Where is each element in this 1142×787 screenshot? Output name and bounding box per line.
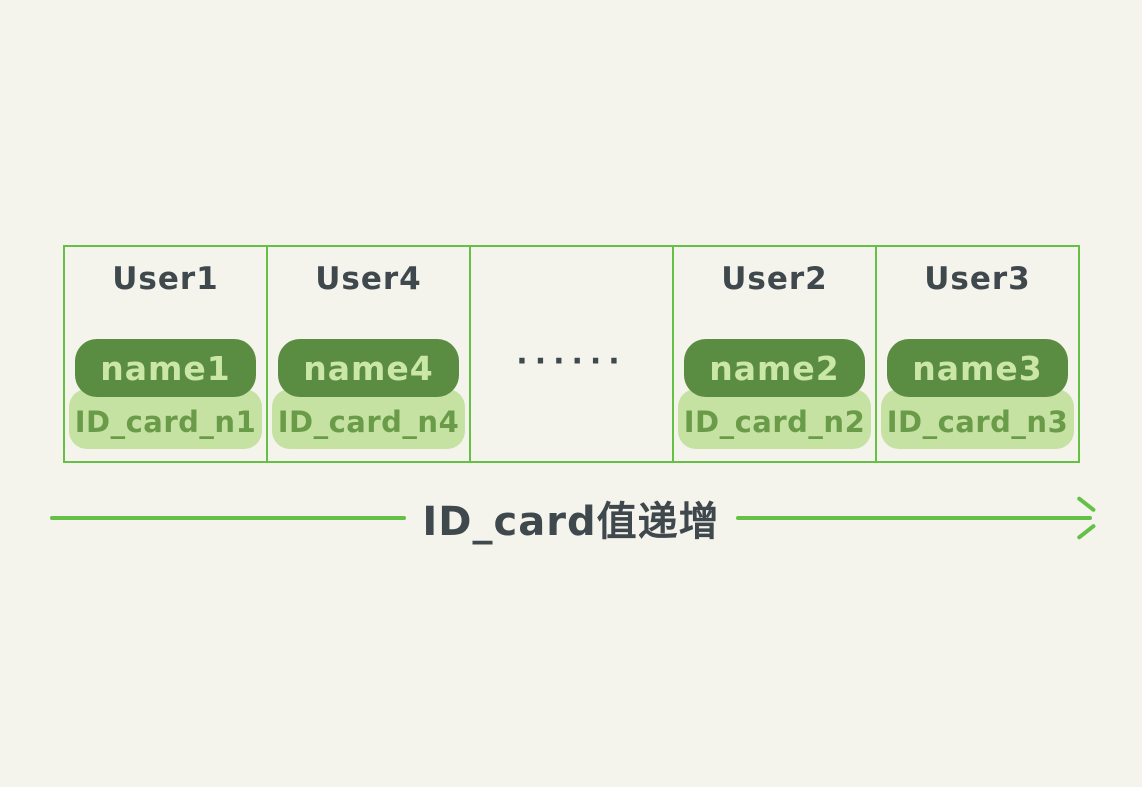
name-pill: name3 xyxy=(887,339,1068,397)
table-cell-user2: User2 name2 ID_card_n2 xyxy=(674,247,877,461)
ellipsis-label: ······ xyxy=(516,343,627,379)
table-cell-ellipsis: ······ xyxy=(471,247,674,461)
idcard-pill: ID_card_n1 xyxy=(69,389,262,449)
user-label: User2 xyxy=(721,261,828,297)
pill-stack: name4 ID_card_n4 xyxy=(268,339,469,449)
idcard-pill: ID_card_n2 xyxy=(678,389,871,449)
name-pill: name2 xyxy=(684,339,865,397)
user-table: User1 name1 ID_card_n1 User4 name4 ID_ca… xyxy=(63,245,1080,463)
user-label: User1 xyxy=(112,261,219,297)
user-label: User3 xyxy=(924,261,1031,297)
pill-stack: name2 ID_card_n2 xyxy=(674,339,875,449)
pill-stack: name3 ID_card_n3 xyxy=(877,339,1078,449)
arrow-line-right-with-arrowhead-icon xyxy=(735,516,1092,520)
name-pill: name1 xyxy=(75,339,256,397)
pill-stack: name1 ID_card_n1 xyxy=(65,339,266,449)
arrow-line-left xyxy=(50,516,407,520)
name-pill: name4 xyxy=(278,339,459,397)
idcard-pill: ID_card_n4 xyxy=(272,389,465,449)
idcard-pill: ID_card_n3 xyxy=(881,389,1074,449)
table-cell-user3: User3 name3 ID_card_n3 xyxy=(877,247,1078,461)
table-cell-user1: User1 name1 ID_card_n1 xyxy=(65,247,268,461)
arrow-label: ID_card值递增 xyxy=(422,499,720,545)
table-cell-user4: User4 name4 ID_card_n4 xyxy=(268,247,471,461)
increase-arrow: ID_card值递增 xyxy=(50,488,1092,548)
user-label: User4 xyxy=(315,261,422,297)
